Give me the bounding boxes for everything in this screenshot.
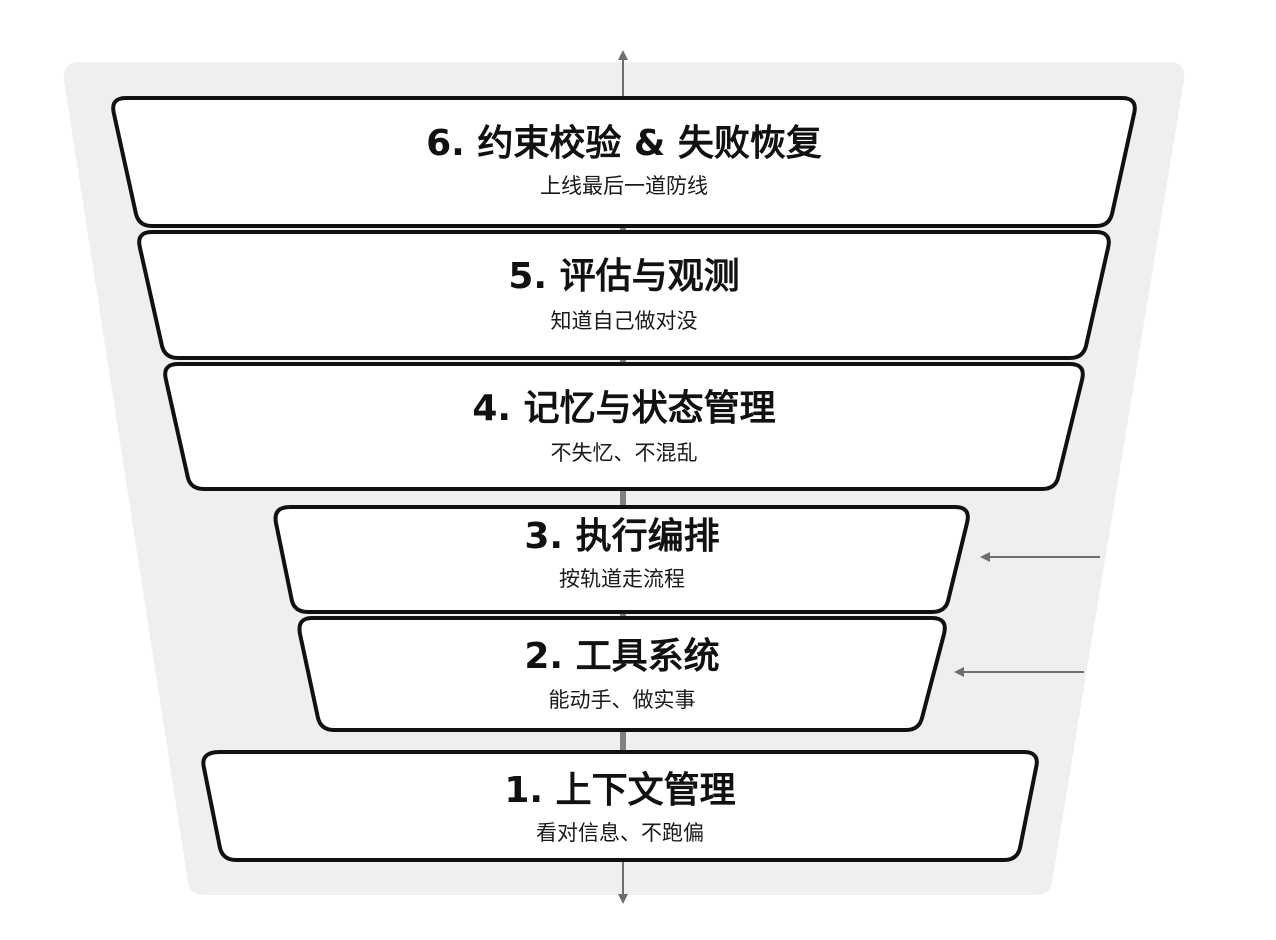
layer-1-subtitle: 看对信息、不跑偏 (536, 821, 704, 845)
layer-4-title: 4. 记忆与状态管理 (472, 388, 775, 429)
connector-2-1 (620, 722, 626, 758)
layer-6-title: 6. 约束校验 & 失败恢复 (426, 123, 822, 164)
layer-5-subtitle: 知道自己做对没 (551, 309, 698, 333)
layer-5: 5. 评估与观测 知道自己做对没 (137, 230, 1111, 360)
layer-4-shape (163, 362, 1085, 491)
layer-3: 3. 执行编排 按轨道走流程 (273, 505, 970, 614)
layer-1: 1. 上下文管理 看对信息、不跑偏 (201, 750, 1039, 862)
layer-6: 6. 约束校验 & 失败恢复 上线最后一道防线 (111, 96, 1137, 228)
layer-2: 2. 工具系统 能动手、做实事 (297, 616, 947, 732)
layer-1-shape (201, 750, 1039, 862)
layer-4: 4. 记忆与状态管理 不失忆、不混乱 (163, 362, 1085, 491)
layer-5-shape (137, 230, 1111, 360)
layer-4-subtitle: 不失忆、不混乱 (551, 441, 698, 465)
connector-4-3 (620, 480, 626, 514)
layer-2-title: 2. 工具系统 (524, 636, 719, 677)
layer-2-shape (297, 616, 947, 732)
layer-6-subtitle: 上线最后一道防线 (540, 174, 708, 198)
layer-3-subtitle: 按轨道走流程 (559, 567, 685, 591)
layer-1-title: 1. 上下文管理 (504, 770, 735, 811)
layer-5-title: 5. 评估与观测 (508, 256, 739, 297)
layer-6-shape (111, 96, 1137, 228)
layer-3-shape (273, 505, 970, 614)
layer-3-title: 3. 执行编排 (524, 516, 719, 557)
layer-2-subtitle: 能动手、做实事 (549, 688, 696, 712)
